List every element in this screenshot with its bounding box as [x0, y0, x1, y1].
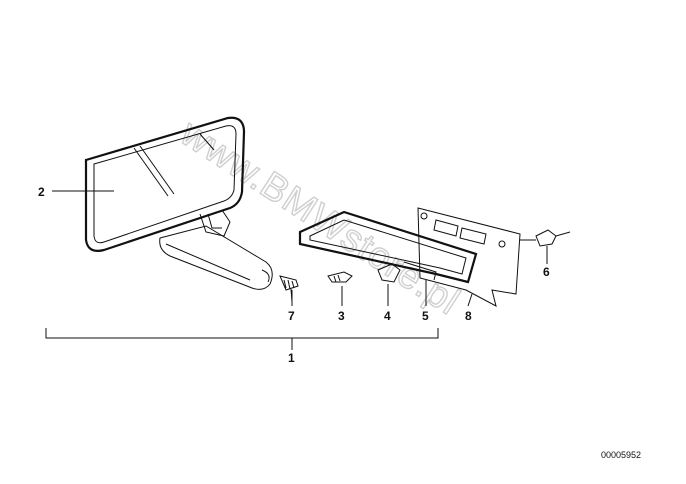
bolt-part-6	[520, 229, 571, 247]
callout-2: 2	[38, 185, 45, 199]
diagram-part-number: 00005952	[601, 450, 641, 460]
watermark-text: www.BMWstore.pl	[172, 112, 467, 324]
trim-strip-part-5	[298, 210, 478, 284]
callout-labels: 2 7 3 4 5 8 6 1	[38, 185, 550, 365]
callout-8: 8	[465, 309, 472, 323]
screw-part-7	[279, 275, 299, 303]
callout-3: 3	[338, 309, 345, 323]
callout-6: 6	[543, 265, 550, 279]
mirror-assembly	[84, 116, 273, 290]
callout-7: 7	[288, 309, 295, 323]
screw-part-3	[327, 271, 353, 302]
callout-1: 1	[288, 351, 295, 365]
callout-5: 5	[422, 309, 429, 323]
callout-4: 4	[384, 309, 391, 323]
leader-lines	[45, 190, 548, 350]
mounting-plate-part-8	[417, 207, 521, 307]
